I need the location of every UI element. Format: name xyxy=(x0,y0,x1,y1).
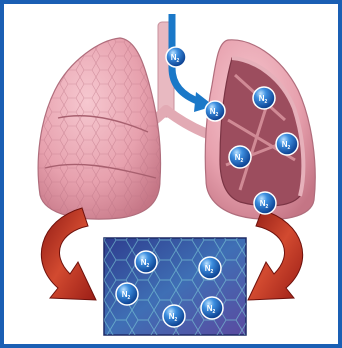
nitrogen-molecule: N2 xyxy=(199,257,221,279)
nitrogen-molecule: N2 xyxy=(276,133,298,155)
nitrogen-molecule: N2 xyxy=(116,283,138,305)
nitrogen-molecule: N2 xyxy=(201,297,223,319)
nitrogen-molecule: N2 xyxy=(135,251,157,273)
nitrogen-molecule: N2 xyxy=(163,305,185,327)
nitrogen-molecule: N2 xyxy=(166,47,186,67)
nitrogen-molecule: N2 xyxy=(205,101,225,121)
nitrogen-molecule: N2 xyxy=(229,146,251,168)
nitrogen-molecule: N2 xyxy=(254,192,276,214)
nitrogen-molecule: N2 xyxy=(253,87,275,109)
